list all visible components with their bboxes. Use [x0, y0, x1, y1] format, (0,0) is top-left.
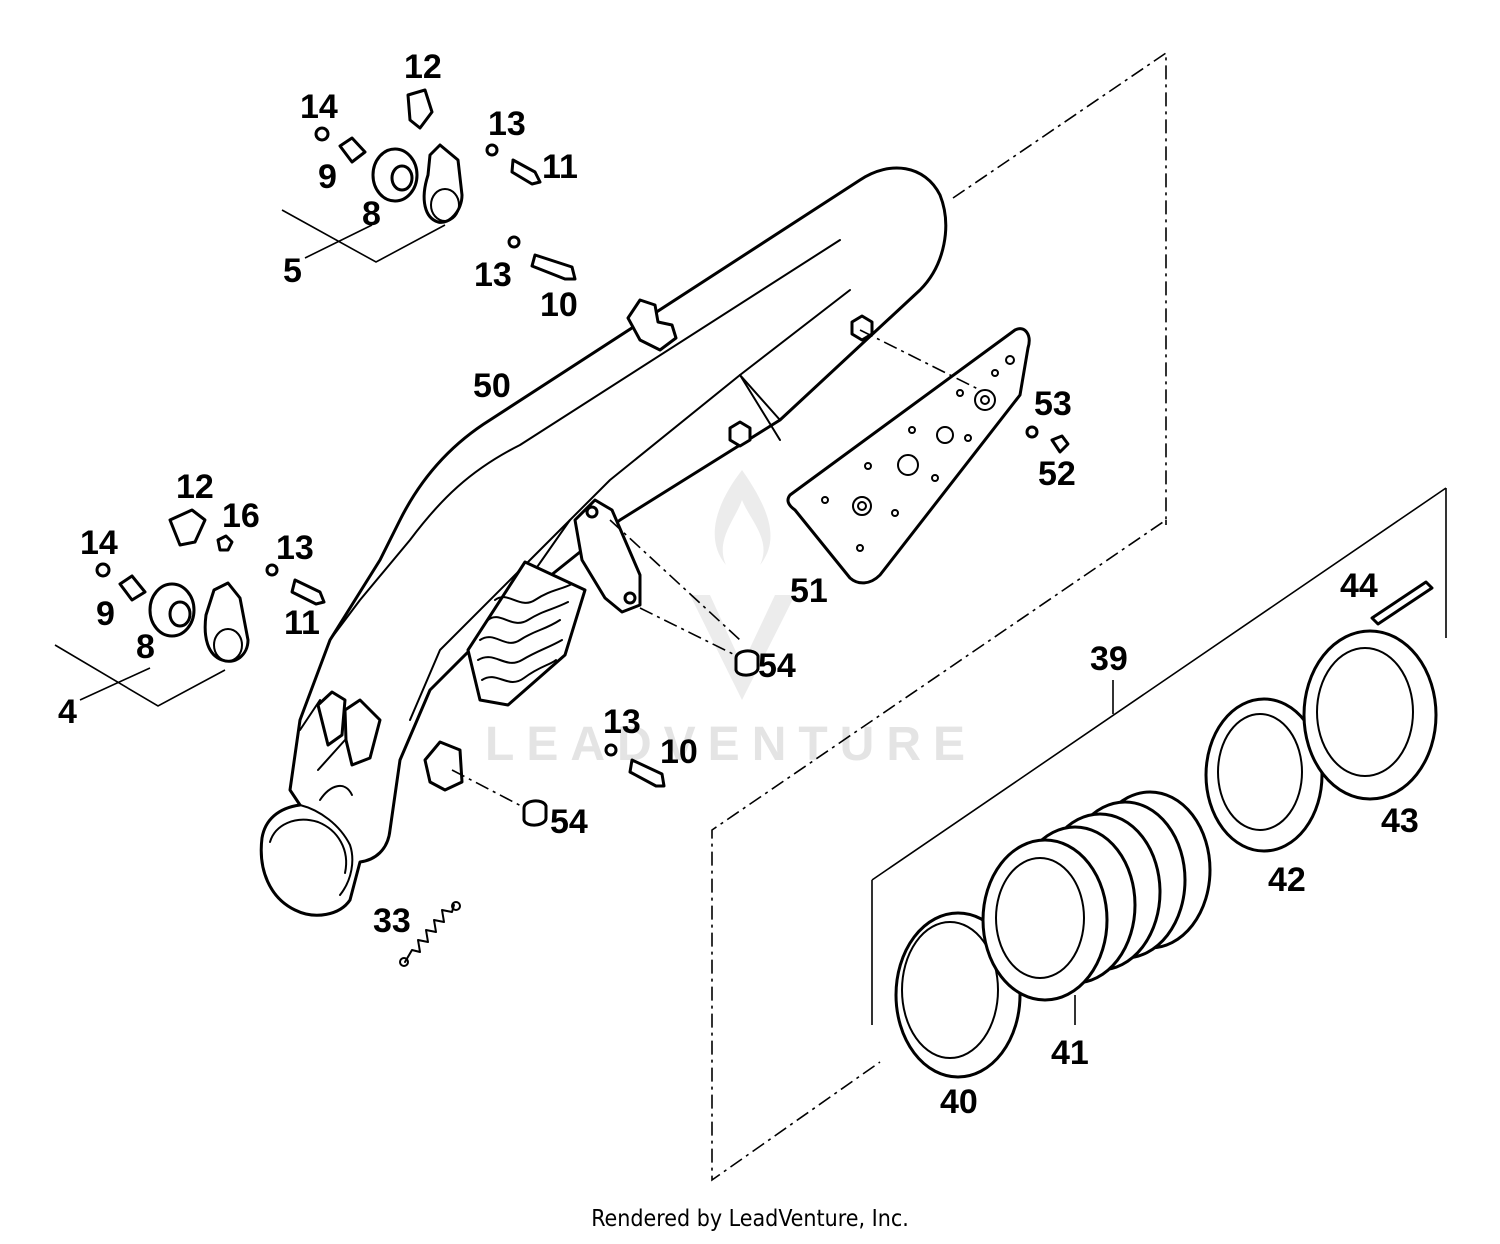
callout-54-upper: 54 [758, 647, 796, 685]
callout-12-lower: 12 [176, 468, 214, 506]
lower-fasteners[interactable] [522, 425, 1070, 827]
callout-4: 4 [58, 693, 77, 731]
callout-13-upper-a: 13 [488, 105, 526, 143]
heat-shield-plate[interactable] [786, 327, 1031, 585]
callout-5: 5 [283, 252, 302, 290]
assembly-frames [711, 51, 1167, 1182]
callout-9-upper: 9 [318, 158, 337, 196]
callout-51: 51 [790, 572, 828, 610]
callout-12-upper: 12 [404, 48, 442, 86]
callout-54-lower: 54 [550, 803, 588, 841]
callout-10-lower: 10 [660, 733, 698, 771]
silencer-end-cap-set[interactable] [894, 580, 1438, 1079]
spring[interactable] [399, 901, 461, 967]
callout-50: 50 [473, 367, 511, 405]
muffler-body[interactable] [259, 166, 948, 917]
callout-44: 44 [1340, 567, 1378, 605]
callout-14-lower: 14 [80, 524, 118, 562]
leadventure-watermark: LEADVENTURE [485, 470, 977, 771]
callout-53: 53 [1034, 385, 1072, 423]
callout-11-upper: 11 [542, 148, 578, 186]
callout-52: 52 [1038, 455, 1076, 493]
callout-8-upper: 8 [362, 195, 381, 233]
callout-labels: 12 14 13 11 9 8 5 13 10 50 53 52 12 16 1… [58, 48, 1419, 1121]
callout-16: 16 [222, 497, 260, 535]
callout-40: 40 [940, 1083, 978, 1121]
callout-13-lower-b: 13 [603, 703, 641, 741]
callout-13-upper-b: 13 [474, 256, 512, 294]
lower-clamp-assembly[interactable] [95, 508, 326, 663]
callout-9-lower: 9 [96, 595, 115, 633]
callout-10-upper: 10 [540, 286, 578, 324]
callout-42: 42 [1268, 861, 1306, 899]
callout-43: 43 [1381, 802, 1419, 840]
callout-39: 39 [1090, 640, 1128, 678]
callout-14-upper: 14 [300, 88, 338, 126]
callout-33: 33 [373, 902, 411, 940]
callout-41: 41 [1051, 1034, 1089, 1072]
callout-8-lower: 8 [136, 628, 155, 666]
callout-13-lower-a: 13 [276, 529, 314, 567]
upper-clamp-assembly[interactable] [314, 88, 577, 281]
leader-lines [54, 209, 1447, 1025]
watermark-text: LEADVENTURE [485, 718, 977, 771]
callout-11-lower: 11 [284, 604, 320, 642]
footer-credit: Rendered by LeadVenture, Inc. [591, 1206, 909, 1232]
